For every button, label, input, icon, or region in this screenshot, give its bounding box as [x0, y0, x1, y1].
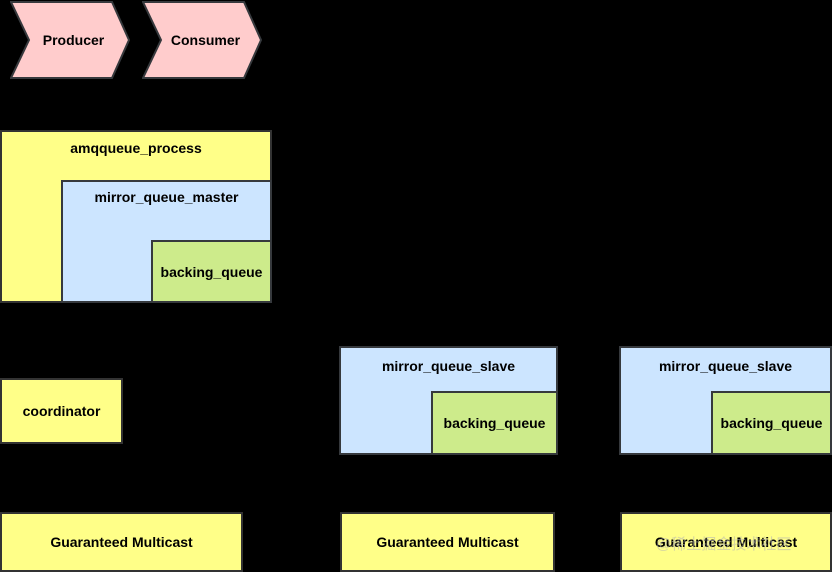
- gm-left-label: Guaranteed Multicast: [50, 534, 193, 550]
- master-backing-queue-label: backing_queue: [160, 263, 263, 280]
- coordinator-arrowhead: [56, 374, 66, 380]
- gm-middle-left-arrowhead: [335, 537, 341, 547]
- master-backing-queue-box: backing_queue: [151, 240, 272, 303]
- gm-left-arrowhead: [56, 506, 66, 512]
- slave-1-backing-queue-label: backing_queue: [443, 415, 546, 431]
- consumer-step-shape: [142, 0, 263, 79]
- coordinator-label: coordinator: [22, 403, 101, 419]
- consumer-arrowhead: [198, 126, 208, 132]
- consumer-step: Consumer: [142, 0, 263, 80]
- gm-right-left-arrowhead: [615, 537, 621, 547]
- gm-right-arrowhead: [721, 506, 731, 512]
- producer-label: Producer: [42, 32, 105, 48]
- amqqueue-process-label: amqqueue_process: [70, 140, 202, 156]
- slave-2-backing-queue-box: backing_queue: [711, 391, 832, 455]
- gm-middle-right-arrowhead: [554, 537, 560, 547]
- gm-middle-label: Guaranteed Multicast: [376, 534, 519, 550]
- gm-right-box: Guaranteed Multicast: [620, 512, 832, 572]
- gm-left-box: Guaranteed Multicast: [0, 512, 243, 572]
- gm-right-label: Guaranteed Multicast: [654, 534, 798, 550]
- mirror-queue-slave-2-label: mirror_queue_slave: [658, 358, 793, 374]
- producer-step: Producer: [10, 0, 131, 80]
- mirror-queue-master-label: mirror_queue_master: [94, 189, 239, 205]
- gm-middle-box: Guaranteed Multicast: [340, 512, 555, 572]
- watermark: @稀土掘金技术社区: [656, 536, 792, 553]
- coordinator-box: coordinator: [0, 378, 123, 444]
- gm-left-right-arrowhead: [242, 537, 248, 547]
- mirror-queue-slave-1-label: mirror_queue_slave: [381, 358, 516, 374]
- consumer-label: Consumer: [170, 32, 241, 48]
- slave-1-backing-queue-box: backing_queue: [431, 391, 558, 455]
- slave-2-backing-queue-label: backing_queue: [720, 415, 823, 431]
- producer-arrowhead: [65, 126, 75, 132]
- producer-step-shape: [10, 0, 131, 79]
- gm-middle-arrowhead: [442, 506, 452, 512]
